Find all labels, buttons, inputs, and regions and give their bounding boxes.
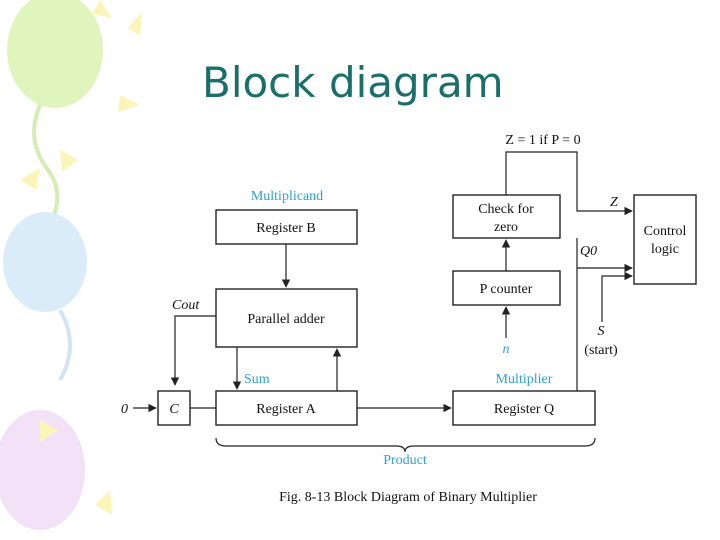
control-logic-label-line1: Control [644, 224, 687, 239]
figure-caption: Fig. 8-13 Block Diagram of Binary Multip… [279, 490, 537, 505]
p-counter-label: P counter [480, 282, 533, 297]
s-label: S [598, 324, 605, 339]
product-label: Product [383, 453, 427, 468]
p-counter-box [452, 270, 561, 306]
parallel-adder-box [215, 288, 358, 348]
sum-label: Sum [244, 372, 270, 387]
yellow-star-4 [60, 150, 78, 172]
yellow-star-5 [20, 168, 40, 190]
check-zero-label-line1: Check for [478, 202, 534, 217]
q0-wire [576, 238, 633, 391]
register-a-label: Register A [256, 402, 316, 417]
yellow-star-7 [95, 490, 112, 515]
product-brace [215, 437, 596, 453]
blue-balloon-string [58, 309, 72, 381]
control-logic-label-line2: logic [651, 242, 679, 257]
zero-input-label: 0 [121, 402, 128, 417]
start-wire [601, 271, 633, 322]
register-q-box [452, 390, 596, 426]
c-flipflop-label: C [169, 402, 179, 417]
parallel-adder-label: Parallel adder [247, 312, 325, 327]
register-q-label: Register Q [494, 402, 554, 417]
register-a-box [215, 390, 358, 426]
zero-condition-label: Z = 1 if P = 0 [505, 133, 580, 148]
check-zero-box [452, 194, 561, 239]
purple-balloon [0, 410, 85, 530]
q0-label: Q0 [580, 244, 597, 259]
blue-balloon [3, 212, 87, 312]
slide-title: Block diagram [202, 58, 504, 107]
yellow-star-2 [128, 12, 142, 36]
z-label: Z [610, 195, 618, 210]
register-b-label: Register B [256, 221, 316, 236]
control-logic-box [633, 194, 697, 285]
multiplier-label: Multiplier [496, 372, 553, 387]
multiplicand-label: Multiplicand [251, 189, 323, 204]
start-label: (start) [584, 343, 618, 358]
n-label: n [503, 342, 510, 357]
yellow-star-3 [118, 95, 140, 112]
yellow-star-6 [40, 420, 58, 442]
yellow-star-1 [92, 0, 112, 18]
z-wire [505, 151, 633, 216]
green-balloon [7, 0, 103, 108]
check-zero-label-line2: zero [494, 220, 518, 235]
cout-label: Cout [172, 298, 200, 313]
cout-wire [170, 315, 216, 386]
